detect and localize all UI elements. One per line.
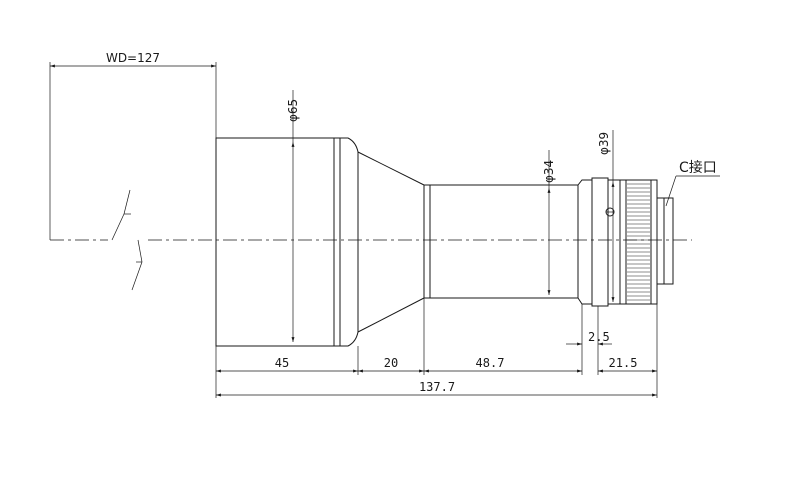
- c-mount-label: C接口: [679, 159, 717, 176]
- working-distance-label: WD=127: [106, 51, 160, 65]
- dia-65-label: φ65: [286, 99, 300, 122]
- dia-39-label: φ39: [597, 132, 611, 155]
- dim-total-label: 137.7: [419, 380, 455, 394]
- dia-34-label: φ34: [542, 160, 556, 183]
- working-distance-extension: [49, 62, 217, 291]
- focus-ring: [591, 177, 658, 307]
- dim-45-label: 45: [275, 356, 289, 370]
- front-barrel: [215, 137, 359, 347]
- c-mount-leader: [665, 175, 677, 207]
- knurl-pattern: [627, 183, 650, 301]
- dim-20-label: 20: [384, 356, 398, 370]
- c-mount-thread: [656, 197, 674, 285]
- tube-section: [424, 179, 593, 305]
- dim-2-5-label: 2.5: [588, 330, 610, 344]
- tapered-section: [357, 151, 431, 333]
- dim-21-5-label: 21.5: [609, 356, 638, 370]
- dim-48-7-label: 48.7: [476, 356, 505, 370]
